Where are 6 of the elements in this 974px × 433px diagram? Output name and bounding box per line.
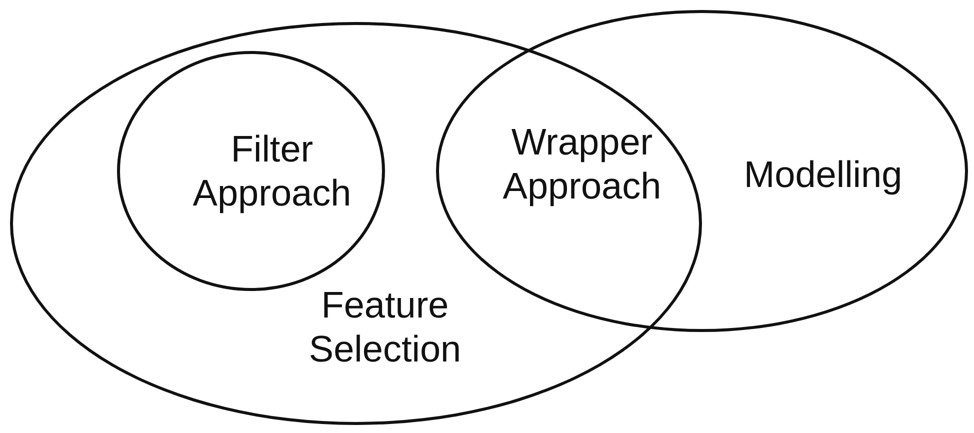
venn-circle xyxy=(117,51,385,291)
set-label: Filter Approach xyxy=(192,128,352,216)
venn-circle xyxy=(10,22,702,425)
intersection-label: Wrapper Approach xyxy=(502,120,662,209)
set-label: Modelling xyxy=(742,152,904,197)
set-label: Feature Selection xyxy=(308,284,462,372)
